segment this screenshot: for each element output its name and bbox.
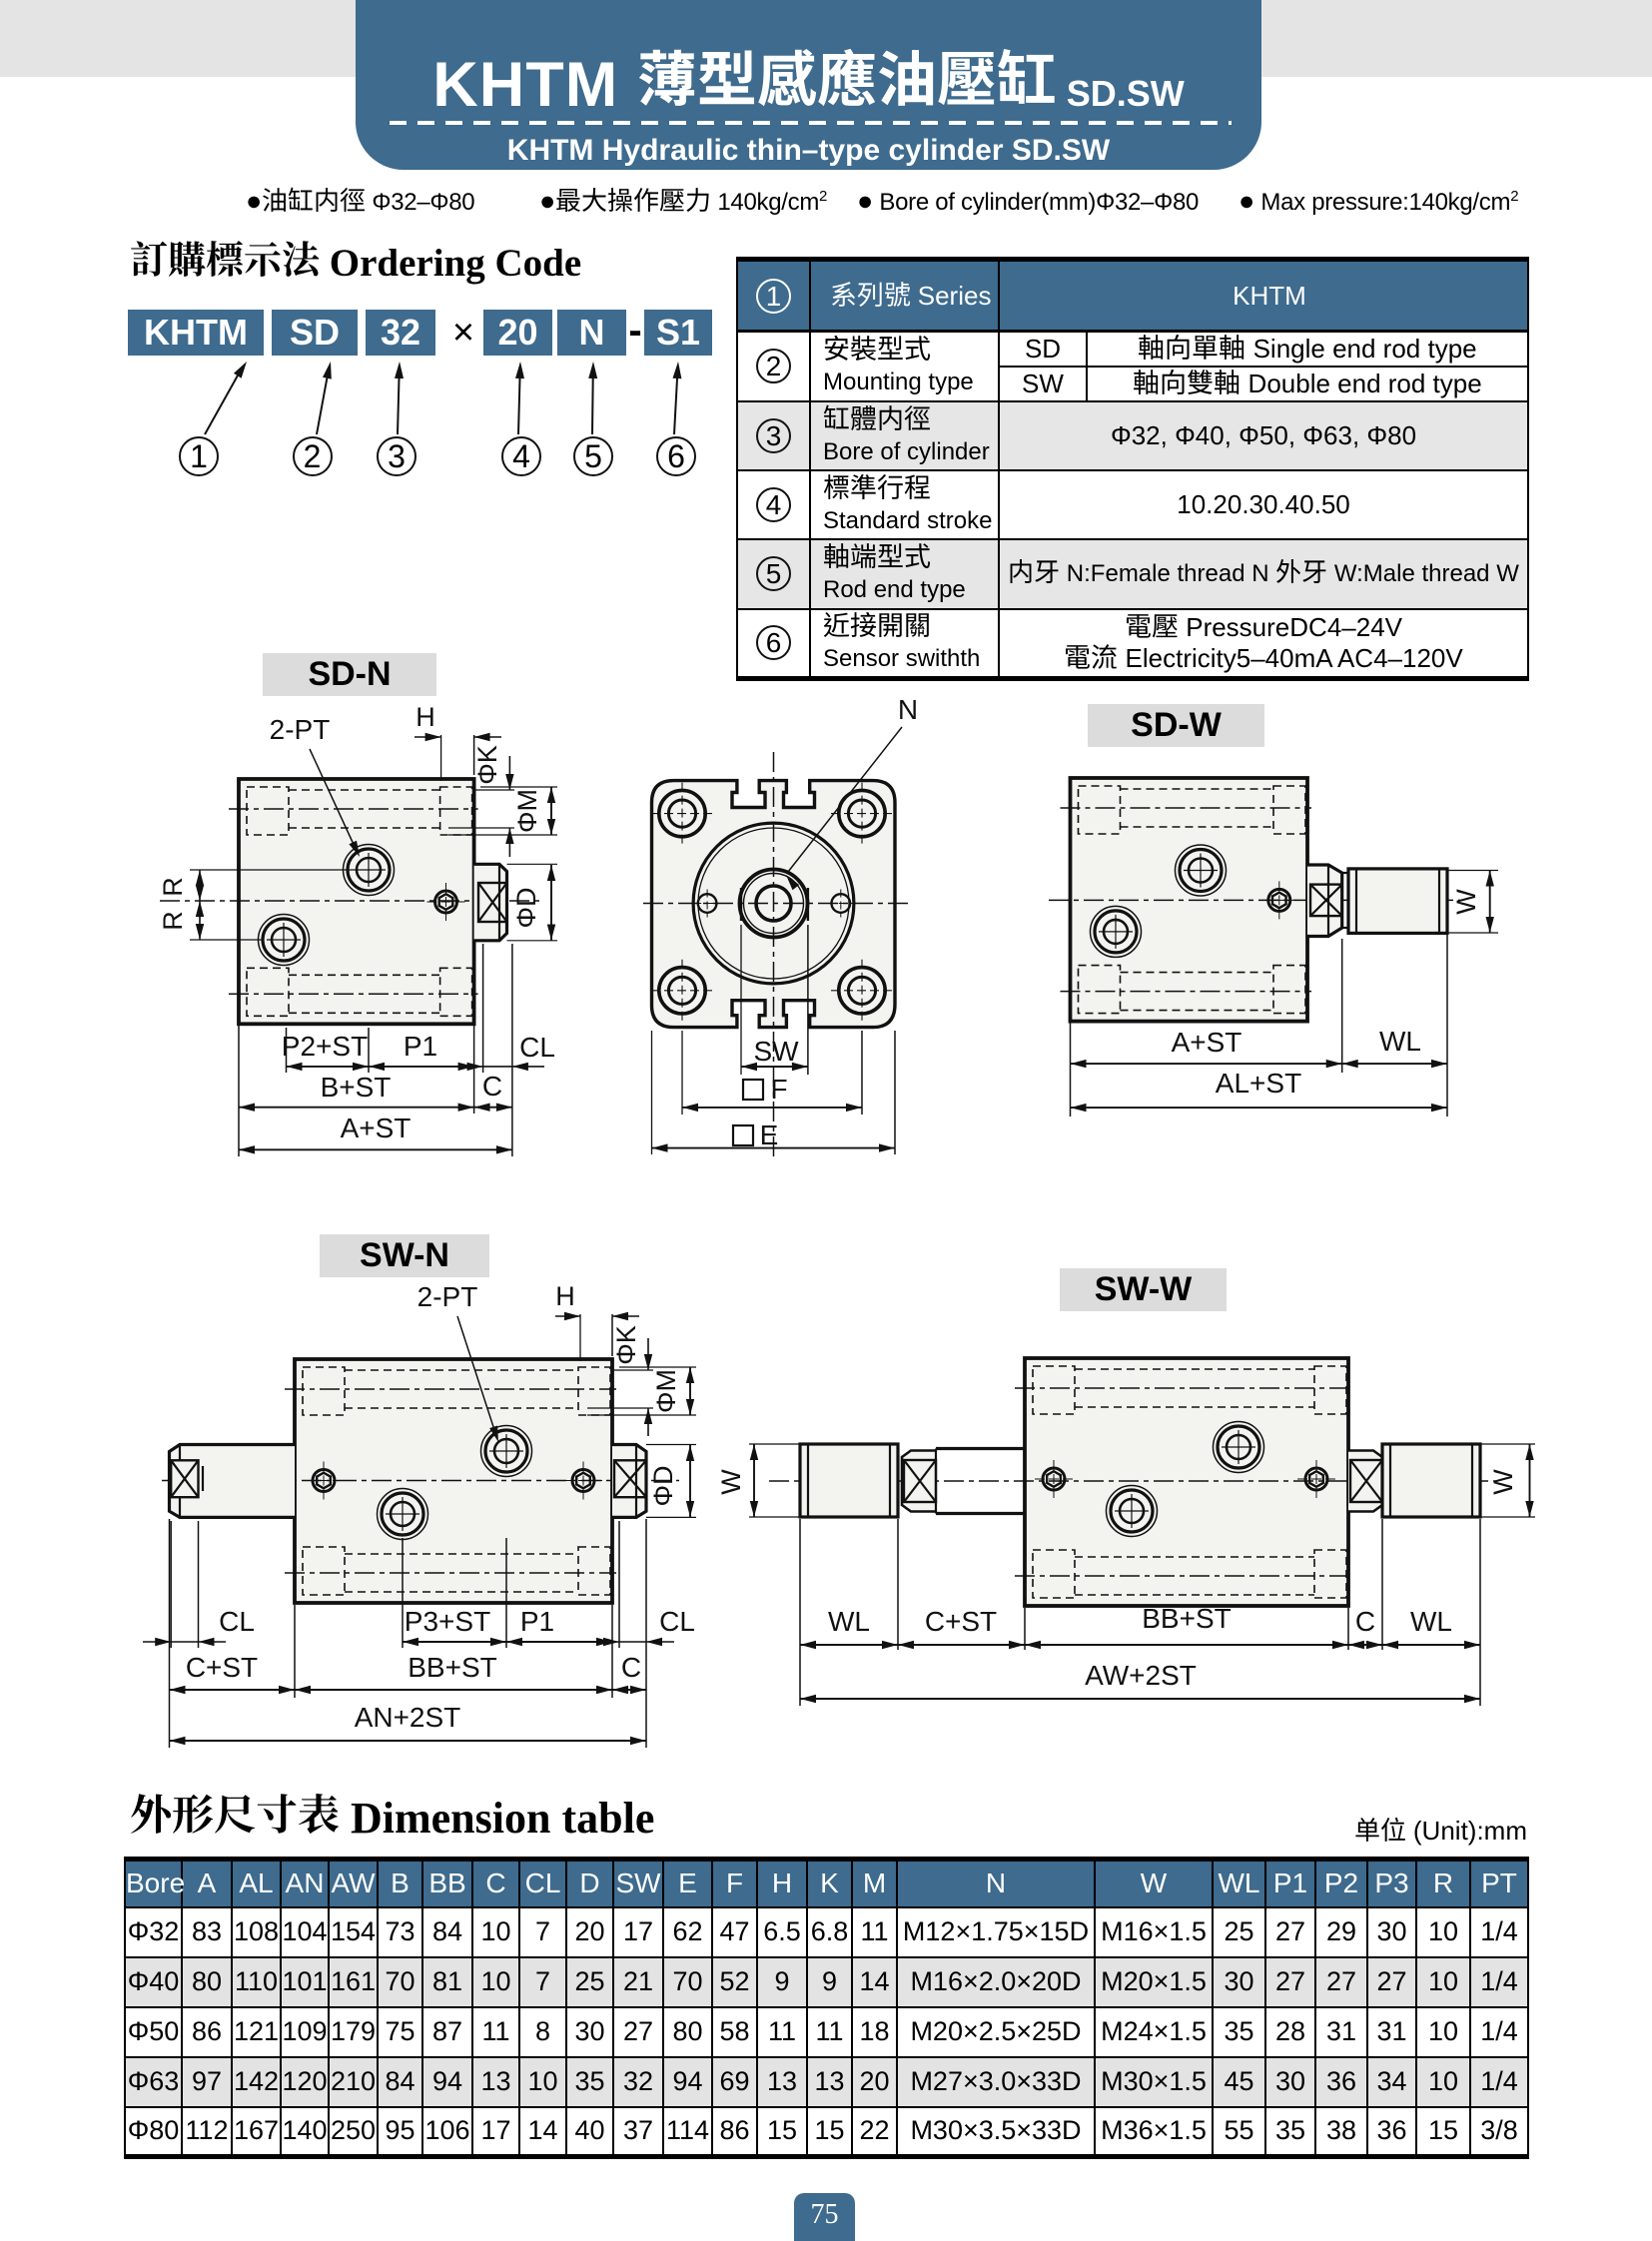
svg-text:BB+ST: BB+ST — [1142, 1603, 1231, 1634]
svg-text:R: R — [158, 911, 188, 931]
svg-text:WL: WL — [828, 1606, 870, 1637]
svg-text:WL: WL — [1410, 1606, 1452, 1637]
svg-text:H: H — [415, 702, 435, 732]
svg-text:ΦM: ΦM — [512, 789, 542, 833]
svg-text:C+ST: C+ST — [925, 1606, 997, 1637]
svg-text:CL: CL — [519, 1032, 555, 1063]
svg-text:AW+2ST: AW+2ST — [1085, 1660, 1197, 1691]
svg-text:AL+ST: AL+ST — [1216, 1068, 1301, 1099]
svg-text:BB+ST: BB+ST — [408, 1652, 496, 1683]
svg-text:W: W — [1488, 1469, 1518, 1495]
svg-text:W: W — [1451, 889, 1481, 915]
svg-text:A+ST: A+ST — [341, 1113, 412, 1143]
svg-text:C: C — [621, 1652, 641, 1683]
svg-text:B+ST: B+ST — [321, 1072, 392, 1103]
svg-text:CL: CL — [659, 1606, 695, 1637]
svg-text:N: N — [898, 694, 918, 725]
svg-text:P1: P1 — [404, 1031, 437, 1062]
svg-text:AN+2ST: AN+2ST — [355, 1702, 461, 1733]
svg-text:CL: CL — [219, 1606, 255, 1637]
svg-text:P3+ST: P3+ST — [405, 1606, 490, 1637]
svg-text:ΦM: ΦM — [651, 1369, 681, 1413]
svg-text:2-PT: 2-PT — [270, 714, 331, 745]
svg-text:R: R — [158, 877, 188, 897]
svg-text:SW: SW — [753, 1036, 799, 1067]
svg-text:ΦD: ΦD — [648, 1465, 678, 1506]
svg-text:H: H — [555, 1281, 575, 1311]
svg-text:F: F — [770, 1074, 787, 1105]
svg-text:P1: P1 — [520, 1606, 554, 1637]
svg-text:C: C — [482, 1071, 502, 1102]
svg-text:WL: WL — [1379, 1026, 1421, 1057]
svg-text:A+ST: A+ST — [1172, 1027, 1242, 1058]
svg-text:ΦK: ΦK — [611, 1325, 641, 1365]
svg-text:W: W — [716, 1469, 746, 1495]
svg-text:E: E — [760, 1120, 779, 1150]
svg-text:2-PT: 2-PT — [417, 1281, 478, 1312]
svg-text:C: C — [1355, 1606, 1375, 1637]
svg-text:ΦD: ΦD — [511, 887, 541, 928]
svg-text:ΦK: ΦK — [472, 745, 502, 785]
svg-text:C+ST: C+ST — [186, 1652, 258, 1683]
svg-text:P2+ST: P2+ST — [282, 1031, 368, 1062]
